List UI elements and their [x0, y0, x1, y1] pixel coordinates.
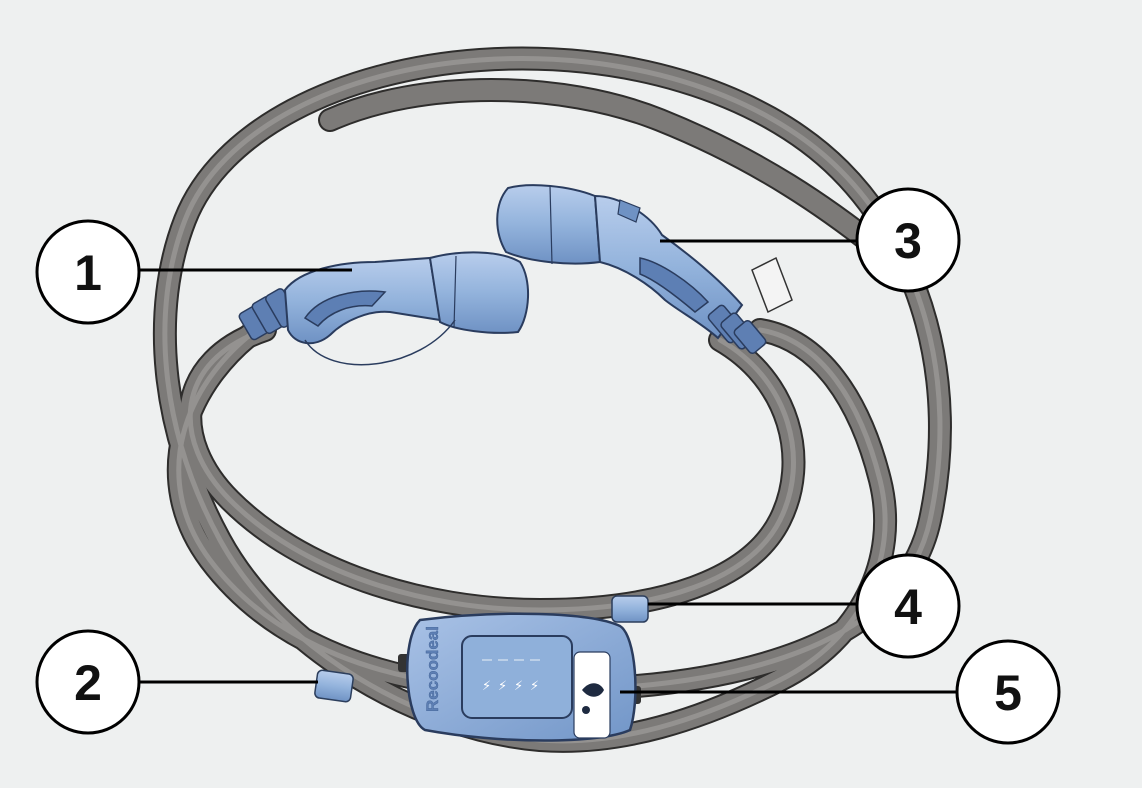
callout-1-number: 1 [74, 245, 102, 301]
svg-text:⚡: ⚡ [498, 679, 507, 694]
control-box: Recoodeal ⚡ ⚡ ⚡ ⚡ [398, 612, 641, 742]
callout-4: 4 [855, 553, 961, 659]
cable-tape-white [751, 256, 793, 314]
callout-2-number: 2 [74, 655, 102, 711]
connector-1 [238, 251, 530, 366]
callout-leaders [136, 239, 958, 694]
svg-text:⚡: ⚡ [530, 679, 539, 694]
connector-3 [496, 184, 767, 355]
callout-5: 5 [955, 639, 1061, 745]
svg-text:⚡: ⚡ [482, 679, 491, 694]
callout-4-number: 4 [894, 579, 922, 635]
connector-3-strain-relief [707, 304, 767, 355]
callout-2: 2 [35, 629, 141, 735]
connector-1-strain-relief [238, 288, 299, 341]
marker-sleeve-2 [314, 669, 354, 703]
callout-1: 1 [35, 219, 141, 325]
callout-5-number: 5 [994, 665, 1022, 721]
callout-3: 3 [855, 187, 961, 293]
marker-sleeve-4 [611, 595, 649, 623]
control-box-brand: Recoodeal [423, 626, 442, 712]
control-box-indicators: ⚡ ⚡ ⚡ ⚡ [482, 679, 539, 694]
svg-text:⚡: ⚡ [514, 679, 523, 694]
control-box-display [461, 635, 573, 719]
callout-3-number: 3 [894, 213, 922, 269]
